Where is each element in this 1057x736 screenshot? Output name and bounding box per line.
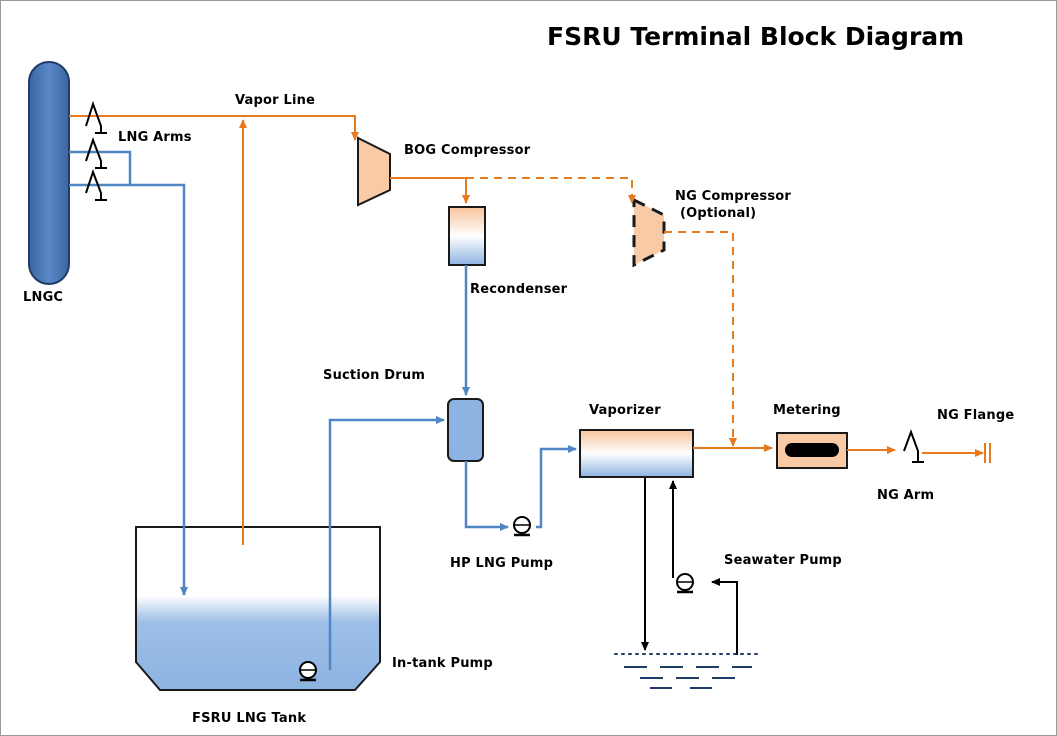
suction-drum	[447, 398, 484, 462]
page-title: FSRU Terminal Block Diagram	[547, 22, 965, 51]
suction-drum-label: Suction Drum	[323, 368, 426, 383]
bog-compressor-label: BOG Compressor	[404, 143, 531, 158]
seawater-lines	[641, 477, 738, 655]
ng-compressor-optional-label: (Optional)	[680, 206, 757, 221]
lngc-vessel	[28, 61, 70, 285]
hp-lng-pump-icon	[513, 516, 531, 537]
in-tank-pump-icon	[299, 661, 317, 682]
sea-surface	[614, 653, 761, 689]
metering-label: Metering	[773, 403, 841, 418]
vaporizer	[579, 429, 694, 478]
recondenser-label: Recondenser	[470, 282, 568, 297]
recondenser	[448, 206, 486, 266]
fsru-lng-tank	[135, 526, 381, 691]
ng-arm-icon	[903, 429, 924, 463]
fsru-lng-tank-label: FSRU LNG Tank	[192, 711, 307, 726]
metering-unit	[776, 432, 848, 469]
seawater-pump-label: Seawater Pump	[724, 553, 842, 568]
vapor-lines	[69, 115, 984, 545]
vaporizer-label: Vaporizer	[589, 403, 661, 418]
ng-arm-label: NG Arm	[877, 488, 935, 503]
lngc-label: LNGC	[23, 290, 64, 305]
seawater-pump-icon	[676, 573, 694, 594]
hp-lng-pump-label: HP LNG Pump	[450, 556, 554, 571]
lng-arms-label: LNG Arms	[118, 130, 192, 145]
ng-flange-label: NG Flange	[937, 408, 1015, 423]
in-tank-pump-label: In-tank Pump	[392, 656, 493, 671]
ng-flange	[984, 443, 991, 463]
ng-compressor-optional	[632, 197, 666, 268]
ng-compressor-label: NG Compressor	[675, 189, 792, 204]
vapor-line-label: Vapor Line	[235, 93, 316, 108]
bog-compressor	[357, 136, 391, 207]
lng-arm-icons	[85, 100, 107, 201]
ng-compressor-dashed-lines	[466, 177, 737, 447]
